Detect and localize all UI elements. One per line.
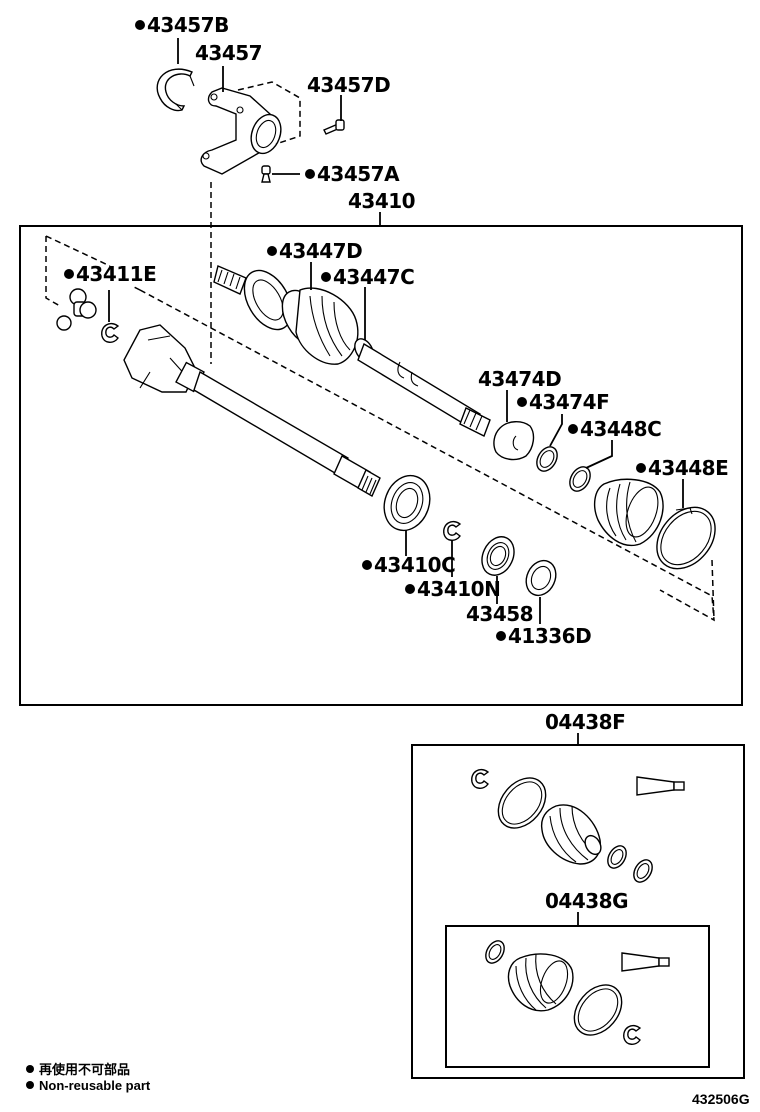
kit-g-grease-tube-icon[interactable] bbox=[621, 952, 670, 972]
kit-grease-tube-icon[interactable] bbox=[636, 776, 685, 796]
tripod-joint-43411e-icon[interactable] bbox=[56, 288, 97, 331]
legend-text-jp: 再使用不可部品 bbox=[39, 1062, 130, 1077]
kit-small-clamp-1-icon[interactable] bbox=[604, 843, 630, 872]
label-43447c[interactable]: 43447C bbox=[333, 265, 415, 289]
kit-box-04438g bbox=[445, 925, 710, 1068]
label-43447d[interactable]: 43447D bbox=[279, 239, 363, 263]
oil-seal-41336d-icon[interactable] bbox=[521, 556, 562, 600]
kit-outboard-boot-icon[interactable] bbox=[540, 804, 604, 865]
label-43474d[interactable]: 43474D bbox=[478, 367, 562, 391]
figure-id: 432506G bbox=[692, 1091, 750, 1107]
kit-g-inboard-boot-icon[interactable] bbox=[507, 953, 574, 1012]
non-reusable-dot bbox=[405, 584, 415, 594]
label-43448e[interactable]: 43448E bbox=[648, 456, 729, 480]
bearing-bracket-group: 43457B 43457 43457D 43457A bbox=[135, 13, 401, 364]
label-43410[interactable]: 43410 bbox=[348, 189, 416, 213]
label-43474f[interactable]: 43474F bbox=[529, 390, 610, 414]
label-43410c[interactable]: 43410C bbox=[374, 553, 456, 577]
inboard-boot-icon[interactable] bbox=[593, 478, 664, 547]
non-reusable-dot bbox=[636, 463, 646, 473]
kit-large-clamp-icon[interactable] bbox=[489, 769, 556, 838]
label-43448c[interactable]: 43448C bbox=[580, 417, 662, 441]
kit-g-small-clamp-icon[interactable] bbox=[482, 938, 508, 967]
bearing-43410c-icon[interactable] bbox=[377, 469, 437, 537]
non-reusable-dot bbox=[517, 397, 527, 407]
bolt-43457a-icon[interactable] bbox=[261, 165, 271, 183]
assembly-box-43410 bbox=[19, 225, 743, 706]
legend: 再使用不可部品 Non-reusable part bbox=[26, 1062, 151, 1093]
inboard-joint-shaft-icon[interactable] bbox=[123, 324, 381, 497]
bolt-43457d-icon[interactable] bbox=[323, 119, 345, 135]
label-43458[interactable]: 43458 bbox=[466, 602, 534, 626]
label-43457[interactable]: 43457 bbox=[195, 41, 263, 65]
bearing-bracket-43457-icon[interactable] bbox=[200, 87, 286, 175]
kit-snap-ring-icon[interactable] bbox=[471, 768, 490, 789]
non-reusable-dot bbox=[362, 560, 372, 570]
assembly-dashed-outline bbox=[45, 235, 715, 622]
kit-small-clamp-2-icon[interactable] bbox=[630, 857, 656, 886]
legend-bullet-en bbox=[26, 1081, 34, 1089]
boot-kit-04438g: 04438G bbox=[445, 889, 710, 1068]
kit-g-large-clamp-icon[interactable] bbox=[565, 976, 632, 1045]
clamp-43448e-icon[interactable] bbox=[645, 496, 727, 580]
dust-seal-43458-icon[interactable] bbox=[476, 532, 520, 581]
label-43457d[interactable]: 43457D bbox=[307, 73, 391, 97]
leader-43448c bbox=[585, 440, 613, 469]
non-reusable-dot bbox=[568, 424, 578, 434]
snap-ring-43410n-icon[interactable] bbox=[443, 520, 462, 541]
drive-shaft-assembly-43410: 43410 43411E bbox=[19, 189, 743, 706]
boot-kit-04438f: 04438F 04438G bbox=[411, 710, 745, 1079]
label-43457b[interactable]: 43457B bbox=[147, 13, 229, 37]
outboard-joint-boot-icon[interactable] bbox=[213, 262, 491, 437]
bracket-dashed-outline bbox=[237, 81, 301, 145]
clamp-43474f-icon[interactable] bbox=[533, 443, 562, 475]
leader-43474f bbox=[549, 414, 563, 447]
non-reusable-dot bbox=[267, 246, 277, 256]
legend-bullet-jp bbox=[26, 1065, 34, 1073]
snap-ring-43457b-icon[interactable] bbox=[156, 68, 195, 112]
non-reusable-dot bbox=[496, 631, 506, 641]
legend-text-en: Non-reusable part bbox=[39, 1078, 151, 1093]
non-reusable-dot bbox=[321, 272, 331, 282]
label-04438f[interactable]: 04438F bbox=[545, 710, 626, 734]
kit-g-snap-ring-icon[interactable] bbox=[623, 1024, 642, 1045]
non-reusable-dot bbox=[305, 169, 315, 179]
clamp-43448c-icon[interactable] bbox=[566, 463, 595, 495]
label-04438g[interactable]: 04438G bbox=[545, 889, 629, 913]
non-reusable-dot bbox=[135, 20, 145, 30]
label-41336d[interactable]: 41336D bbox=[508, 624, 592, 648]
dynamic-damper-43474d-icon[interactable] bbox=[493, 421, 535, 461]
label-43411e[interactable]: 43411E bbox=[76, 262, 157, 286]
label-43457a[interactable]: 43457A bbox=[317, 162, 401, 186]
label-43410n[interactable]: 43410N bbox=[417, 577, 501, 601]
non-reusable-dot bbox=[64, 269, 74, 279]
snap-ring-icon[interactable] bbox=[101, 322, 120, 343]
assembly-dashed-right bbox=[711, 559, 715, 621]
